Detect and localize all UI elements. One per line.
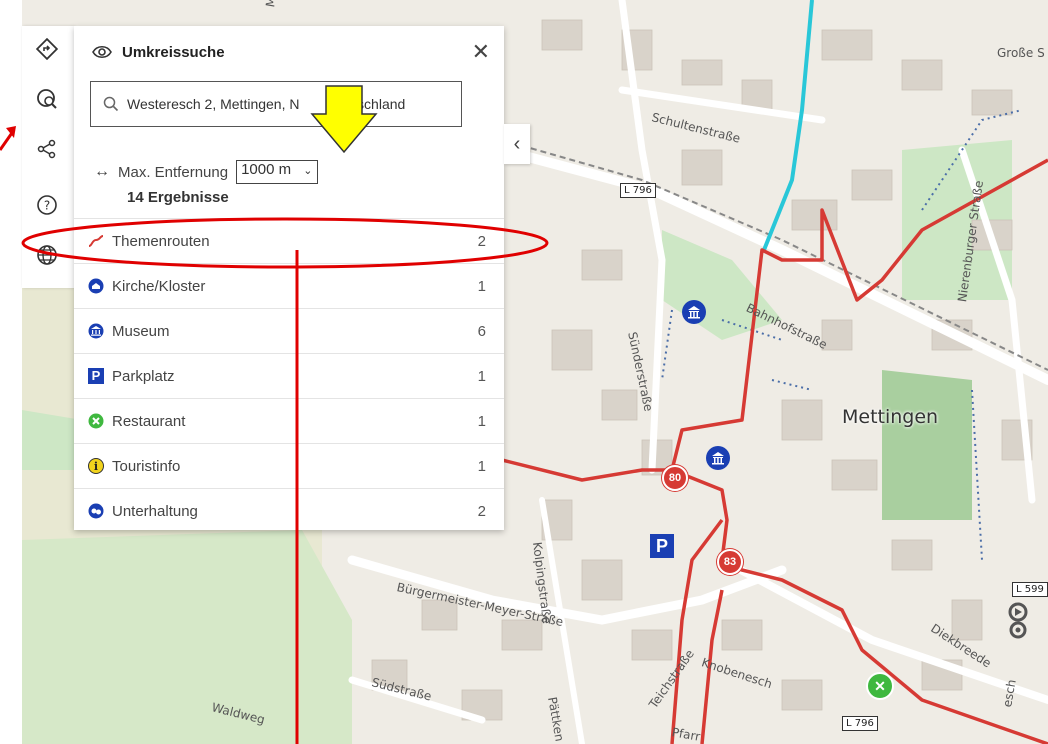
help-button[interactable]: ?: [32, 190, 62, 220]
route-icon: [88, 233, 104, 249]
map-canvas[interactable]: Schultenstraße Bahnhofstraße Sünderstraß…: [22, 0, 1048, 744]
category-count: 1: [477, 457, 486, 475]
category-label: Museum: [112, 322, 170, 340]
close-icon: ✕: [471, 39, 490, 64]
help-icon: ?: [37, 195, 57, 215]
category-count: 2: [477, 502, 486, 520]
directions-icon: [36, 38, 58, 60]
side-toolbar: ?: [22, 26, 74, 288]
annotation-arrowhead: [6, 126, 16, 138]
share-icon: [37, 139, 56, 159]
category-label: Restaurant: [112, 412, 186, 430]
location-pin-marker[interactable]: [1008, 602, 1028, 642]
museum-marker[interactable]: [682, 300, 706, 324]
route-badge-80[interactable]: 80: [662, 465, 688, 491]
museum-icon: [712, 452, 724, 465]
chevron-left-icon: ‹: [513, 132, 521, 155]
svg-text:?: ?: [44, 199, 50, 213]
category-label: Themenrouten: [112, 232, 210, 250]
max-distance-value: 1000 m: [241, 161, 292, 178]
language-button[interactable]: [32, 240, 62, 270]
search-input-visible-text: Westeresch 2, Mettingen, N: [127, 96, 300, 112]
restaurant-marker[interactable]: ✕: [866, 672, 894, 700]
town-label: Mettingen: [842, 406, 939, 428]
museum-marker[interactable]: [706, 446, 730, 470]
restaurant-icon: ✕: [874, 677, 886, 694]
result-count: 14 Ergebnisse: [127, 189, 229, 206]
map-search-button[interactable]: [32, 84, 62, 114]
museum-icon: [88, 323, 104, 339]
chevron-down-icon: ⌄: [303, 165, 313, 177]
category-item-parkplatz[interactable]: P Parkplatz 1: [74, 353, 504, 398]
category-item-kirche-kloster[interactable]: Kirche/Kloster 1: [74, 263, 504, 308]
category-count: 6: [477, 322, 486, 340]
annotation-arrow: [0, 129, 16, 151]
museum-icon: [688, 306, 700, 319]
svg-text:i: i: [94, 460, 98, 473]
road-shield: L 796: [620, 183, 656, 198]
location-pin-icon: [1008, 602, 1028, 639]
search-box[interactable]: Westeresch 2, Mettingen, N Deutschland: [90, 81, 462, 127]
search-input-visible-tail: Deutschland: [327, 96, 406, 112]
church-icon: [88, 278, 104, 294]
category-list: Themenrouten 2 Kirche/Kloster 1 Museum 6…: [74, 218, 504, 533]
panel-header: Umkreissuche ✕: [92, 40, 490, 64]
max-distance-row: ↔ Max. Entfernung 1000 m ⌄: [94, 160, 318, 184]
category-item-touristinfo[interactable]: i Touristinfo 1: [74, 443, 504, 488]
max-distance-label: Max. Entfernung: [118, 163, 229, 181]
route-badge-83[interactable]: 83: [717, 549, 743, 575]
category-item-unterhaltung[interactable]: Unterhaltung 2: [74, 488, 504, 533]
info-icon: i: [88, 458, 104, 474]
max-distance-select[interactable]: 1000 m ⌄: [236, 160, 318, 184]
eye-icon: [92, 45, 112, 59]
parking-icon: P: [88, 368, 104, 384]
distance-arrows-icon: ↔: [94, 163, 110, 180]
directions-button[interactable]: [32, 34, 62, 64]
category-item-restaurant[interactable]: Restaurant 1: [74, 398, 504, 443]
map-search-icon: [37, 89, 57, 109]
category-count: 1: [477, 277, 486, 295]
category-count: 1: [477, 367, 486, 385]
search-icon: [103, 96, 119, 112]
parking-marker[interactable]: P: [650, 534, 674, 558]
street-label: Große S: [997, 46, 1045, 60]
radius-search-panel: Umkreissuche ✕ Westeresch 2, Mettingen, …: [74, 26, 504, 530]
road-shield: L 599: [1012, 582, 1048, 597]
entertainment-icon: [88, 503, 104, 519]
close-button[interactable]: ✕: [471, 39, 490, 64]
share-button[interactable]: [32, 134, 62, 164]
category-item-museum[interactable]: Museum 6: [74, 308, 504, 353]
category-count: 2: [477, 232, 486, 250]
category-label: Parkplatz: [112, 367, 175, 385]
category-label: Touristinfo: [112, 457, 181, 475]
panel-title: Umkreissuche: [122, 43, 225, 61]
category-count: 1: [477, 412, 486, 430]
category-item-themenrouten[interactable]: Themenrouten 2: [74, 218, 504, 263]
road-shield: L 796: [842, 716, 878, 731]
collapse-panel-button[interactable]: ‹: [504, 124, 530, 164]
category-label: Kirche/Kloster: [112, 277, 206, 295]
restaurant-icon: [88, 413, 104, 429]
category-label: Unterhaltung: [112, 502, 198, 520]
globe-icon: [37, 245, 57, 265]
